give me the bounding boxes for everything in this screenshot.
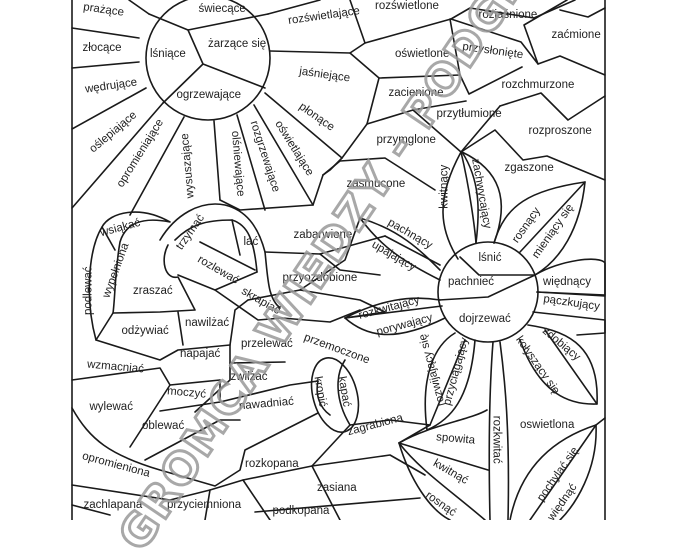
- region-word-label: świecące: [198, 3, 246, 15]
- region-word-label: rozchmurzone: [501, 79, 575, 91]
- region-word-label: podkopana: [272, 505, 330, 517]
- region-word-label: oświetlone: [395, 48, 450, 60]
- region-word-label: odżywiać: [121, 325, 169, 337]
- region-word-label: nawilżać: [185, 317, 230, 329]
- region-outlines: [71, 0, 606, 520]
- region-word-label: złocące: [82, 42, 122, 54]
- region-word-label: wylewać: [89, 401, 133, 413]
- region-word-label: żarzące się: [208, 38, 267, 50]
- region-word-label: zaćmione: [551, 29, 601, 41]
- region-word-label: przymglone: [376, 134, 436, 146]
- region-word-label: zabarwione: [293, 229, 353, 241]
- region-word-label: zwilżać: [230, 371, 268, 383]
- region-word-label: podlewać: [82, 266, 95, 316]
- region-word-label: przyciemniona: [167, 499, 242, 511]
- region-word-label: rozproszone: [528, 125, 592, 137]
- region-word-label: oblewać: [142, 420, 185, 432]
- region-word-label: pachnieć: [448, 276, 495, 288]
- region-word-label: oswietlona: [520, 419, 575, 431]
- region-word-label: rozjaśnione: [478, 9, 538, 21]
- region-word-label: kwitnący: [438, 164, 451, 209]
- region-word-label: przyozdobione: [282, 272, 358, 284]
- region-word-label: więdnący: [543, 276, 591, 288]
- region-word-label: przytłumione: [436, 108, 502, 120]
- region-word-label: napajać: [180, 348, 221, 360]
- region-word-label: rozkopana: [245, 458, 299, 470]
- region-word-label: lać: [243, 236, 259, 248]
- region-word-label: zacienione: [388, 87, 444, 99]
- region-word-label: zasiana: [317, 482, 357, 494]
- region-word-label: zachlapana: [83, 499, 143, 511]
- region-word-label: dojrzewać: [459, 313, 511, 325]
- region-word-label: rozświetlone: [375, 0, 439, 12]
- region-word-label: zasmucone: [346, 178, 406, 190]
- region-word-label: ogrzewające: [176, 89, 242, 101]
- region-word-label: lśniące: [150, 48, 186, 60]
- region-word-label: rozkwitać: [490, 415, 503, 464]
- region-word-label: przelewać: [241, 338, 293, 350]
- region-word-label: zgaszone: [504, 162, 554, 174]
- region-word-label: lśnić: [478, 252, 502, 264]
- region-word-label: zraszać: [133, 285, 173, 297]
